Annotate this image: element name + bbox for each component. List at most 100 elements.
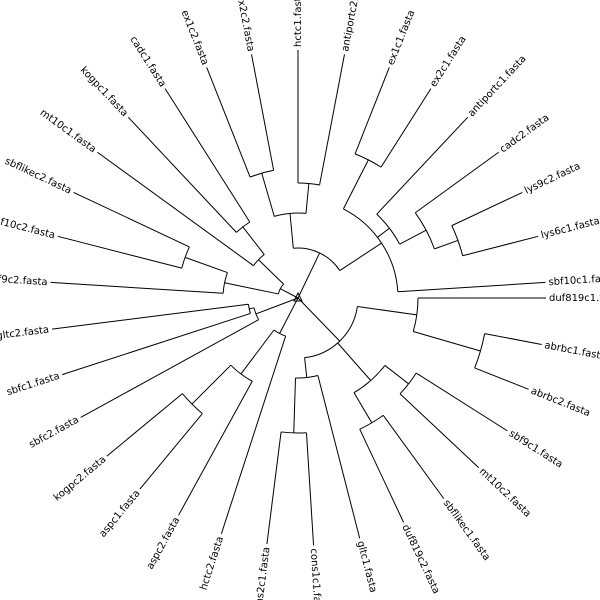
- branch-line: [304, 357, 308, 378]
- leaf-label: sbfc2.fasta: [27, 415, 81, 451]
- leaf-label: aspc1.fasta: [97, 488, 142, 539]
- branch-line: [139, 413, 203, 490]
- tree-branches: [50, 50, 546, 546]
- branch-line: [353, 392, 373, 424]
- branch-arc: [474, 333, 486, 369]
- branch-line: [317, 375, 361, 539]
- leaf-label: gltc2.fasta: [0, 324, 50, 342]
- leaf-label: lys6c1.fasta: [540, 216, 600, 242]
- leaf-label: abrbc1.fasta: [543, 340, 600, 363]
- branch-line: [384, 365, 409, 385]
- leaf-label: sbflikec2.fasta: [3, 156, 73, 197]
- leaf-label: duf819c1.fasta: [549, 293, 600, 304]
- leaf-label: sbflikec1.fasta: [441, 498, 492, 563]
- leaf-label: sbfc1.fasta: [5, 371, 61, 398]
- branch-arc: [281, 431, 307, 434]
- leaf-label: duf819c2.fasta: [399, 523, 441, 596]
- branch-line: [484, 333, 542, 345]
- leaf-label: hctc2.fasta: [198, 535, 226, 591]
- branch-line: [127, 116, 237, 233]
- leaf-label: cadc1.fasta: [127, 34, 167, 89]
- branch-line: [297, 297, 341, 342]
- branch-arc: [353, 365, 386, 394]
- branch-line: [73, 191, 190, 248]
- branch-line: [293, 377, 296, 433]
- branch-line: [297, 252, 321, 299]
- branch-line: [224, 282, 279, 295]
- leaf-label: cons1c1.fasta: [308, 548, 323, 600]
- branch-line: [240, 329, 275, 375]
- leaf-label: cons2c1.fasta: [253, 546, 273, 600]
- leaf-label: hctc1.fasta: [293, 0, 304, 47]
- branch-line: [377, 227, 390, 238]
- branch-arc: [376, 213, 401, 245]
- branch-line: [376, 116, 469, 215]
- leaf-label: mt10c1.fasta: [38, 107, 98, 155]
- branch-line: [251, 54, 275, 171]
- leaf-label: antiportc1.fasta: [466, 54, 529, 120]
- branch-arc: [247, 304, 251, 314]
- branch-arc: [274, 212, 307, 217]
- leaf-label: sbf9c2.fasta: [0, 273, 48, 288]
- leaf-label: sbf10c2.fasta: [0, 214, 56, 242]
- leaf-label: gltc1.fasta: [355, 540, 379, 594]
- branch-line: [249, 307, 255, 310]
- leaf-label: kogpc2.fasta: [52, 454, 108, 503]
- root-marker: [293, 291, 303, 302]
- branch-line: [397, 281, 546, 293]
- branch-line: [399, 229, 427, 245]
- branch-line: [305, 183, 310, 214]
- branch-line: [415, 151, 499, 214]
- branch-line: [382, 415, 445, 499]
- branch-line: [319, 54, 345, 186]
- branch-line: [51, 303, 249, 330]
- branch-line: [206, 67, 251, 178]
- leaf-label: cadc2.fasta: [498, 112, 551, 155]
- leaf-label: kogpc1.fasta: [78, 65, 130, 119]
- branch-arc: [414, 212, 435, 250]
- branch-line: [184, 256, 228, 274]
- branch-line: [261, 173, 275, 217]
- branch-line: [57, 235, 182, 269]
- branch-line: [242, 226, 265, 255]
- branch-line: [305, 432, 315, 546]
- leaf-label: mt10c2.fasta: [477, 466, 533, 519]
- branch-line: [191, 364, 232, 405]
- branch-arc: [293, 247, 341, 271]
- branch-line: [337, 342, 372, 381]
- branch-line: [178, 381, 253, 516]
- branch-line: [61, 312, 251, 376]
- branch-line: [462, 235, 539, 257]
- branch-line: [354, 67, 390, 155]
- leaf-label: sbf9c1.fasta: [507, 428, 565, 470]
- branch-line: [280, 288, 299, 299]
- leaf-label: ex2c1.fasta: [428, 34, 468, 89]
- branch-line: [164, 88, 251, 223]
- leaf-label: sbf10c1.fasta: [548, 273, 600, 288]
- leaf-label: lys9c2.fasta: [523, 161, 582, 197]
- branch-arc: [304, 306, 358, 359]
- branch-arc: [359, 414, 384, 430]
- branch-line: [359, 428, 405, 523]
- branch-line: [220, 335, 287, 535]
- leaf-label: abrbc2.fasta: [529, 386, 592, 419]
- leaf-label: antiportc2.fa: [340, 0, 363, 53]
- leaf-label: aspc2.fasta: [145, 516, 182, 572]
- branch-arc: [343, 208, 399, 292]
- branch-line: [258, 259, 284, 285]
- leaf-label: ex1c1.fasta: [386, 9, 418, 67]
- branch-line: [474, 367, 529, 390]
- leaf-label: ex2c2.fasta: [234, 0, 256, 53]
- branch-arc: [253, 307, 260, 320]
- branch-line: [97, 151, 254, 267]
- branch-line: [255, 308, 271, 315]
- branch-line: [289, 213, 294, 249]
- branch-arc: [236, 221, 251, 233]
- branch-line: [50, 281, 224, 294]
- branch-line: [80, 319, 259, 418]
- branch-line: [399, 393, 480, 469]
- branch-line: [106, 393, 183, 457]
- branch-line: [339, 242, 382, 271]
- branch-line: [357, 305, 417, 316]
